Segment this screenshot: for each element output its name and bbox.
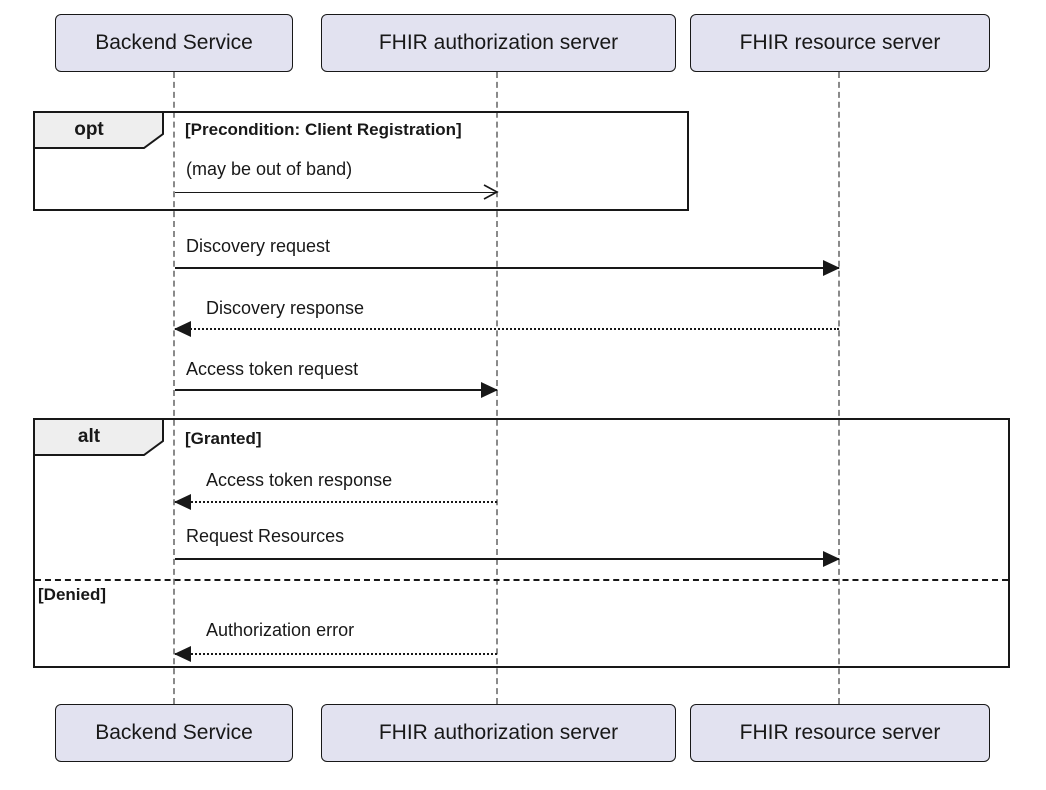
message-arrow-request-resources <box>175 551 840 567</box>
fragment-alt-operator: alt <box>77 426 101 447</box>
filled-arrowhead-left-icon <box>174 646 191 662</box>
fragment-opt-operator: opt <box>74 119 104 140</box>
message-arrow-access-token-response <box>174 494 497 510</box>
message-label-request-resources: Request Resources <box>186 526 345 546</box>
message-label-discovery-response: Discovery response <box>206 298 365 318</box>
message-arrow-discovery-request <box>175 260 840 276</box>
open-arrowhead-icon <box>483 184 499 200</box>
fragment-opt-tab <box>33 111 164 149</box>
message-arrow-discovery-response <box>174 321 839 337</box>
participant-fhir-authorization-server-bottom: FHIR authorization server <box>321 704 676 762</box>
fragment-opt: opt <box>33 111 689 211</box>
participant-backend-service-top: Backend Service <box>55 14 293 72</box>
filled-arrowhead-right-icon <box>481 382 498 398</box>
message-arrow-authorization-error <box>174 646 497 662</box>
participant-fhir-resource-server-bottom: FHIR resource server <box>690 704 990 762</box>
lifeline-backend-service <box>173 72 175 704</box>
fragment-alt-tab <box>33 418 164 456</box>
message-label-discovery-request: Discovery request <box>186 236 331 256</box>
message-label-may-be-out-of-band: (may be out of band) <box>186 159 353 179</box>
guard-granted: [Granted] <box>185 429 262 448</box>
filled-arrowhead-left-icon <box>174 494 191 510</box>
lifeline-fhir-resource-server <box>838 72 840 704</box>
participant-backend-service-bottom: Backend Service <box>55 704 293 762</box>
filled-arrowhead-right-icon <box>823 551 840 567</box>
fragment-alt-divider <box>35 579 1008 581</box>
filled-arrowhead-left-icon <box>174 321 191 337</box>
filled-arrowhead-right-icon <box>823 260 840 276</box>
message-label-access-token-response: Access token response <box>206 470 393 490</box>
guard-precondition-client-registration: [Precondition: Client Registration] <box>185 120 462 139</box>
fragment-alt: alt <box>33 418 1010 668</box>
participant-fhir-resource-server-top: FHIR resource server <box>690 14 990 72</box>
participant-fhir-authorization-server-top: FHIR authorization server <box>321 14 676 72</box>
guard-denied: [Denied] <box>38 585 106 604</box>
message-label-access-token-request: Access token request <box>186 359 359 379</box>
message-arrow-may-be-out-of-band <box>175 184 499 200</box>
message-label-authorization-error: Authorization error <box>206 620 355 640</box>
message-arrow-access-token-request <box>175 382 498 398</box>
